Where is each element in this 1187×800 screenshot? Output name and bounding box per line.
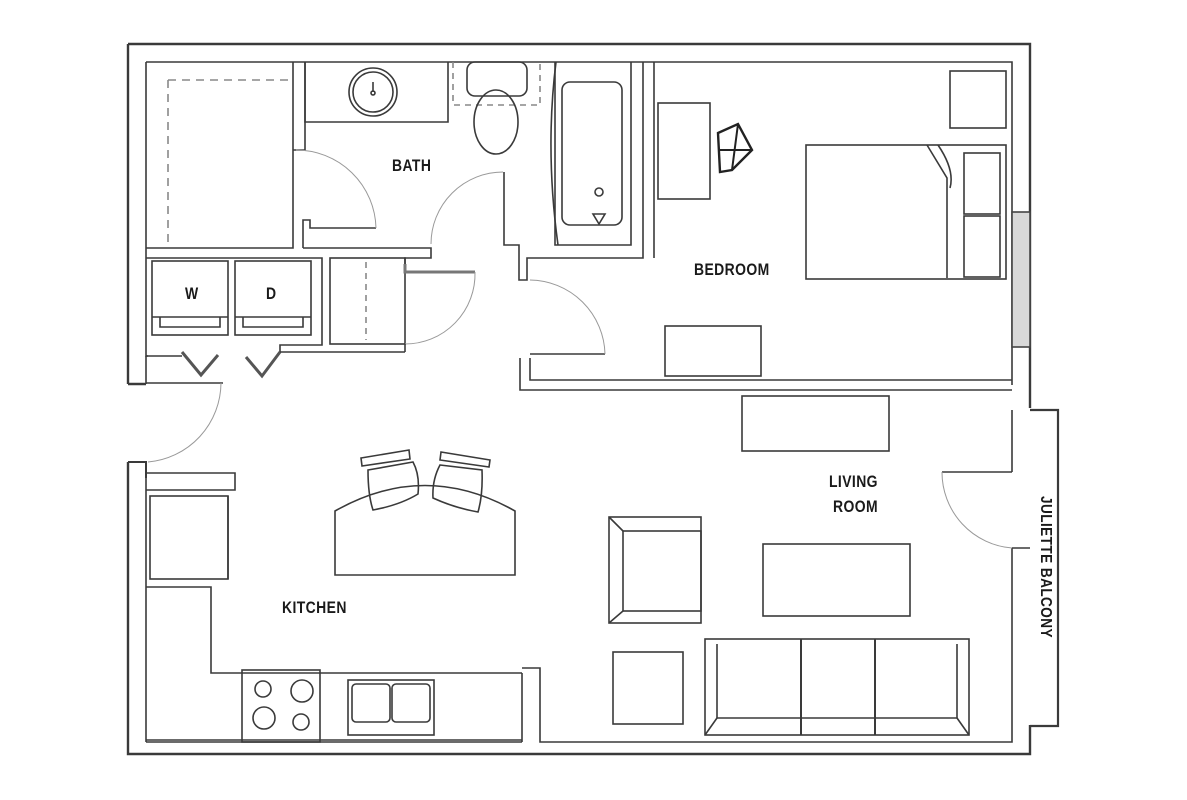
- outer-walls: [126, 42, 1032, 756]
- bar-stool-left: [360, 449, 420, 511]
- room-label-room: ROOM: [833, 497, 879, 516]
- linen-closet: [329, 257, 476, 352]
- bath-room: [303, 61, 655, 281]
- bar-stool-right: [432, 451, 491, 513]
- balcony-label: JULIETTE BALCONY: [1037, 496, 1054, 639]
- room-label-bath: BATH: [392, 156, 432, 175]
- bedroom: [519, 70, 1031, 391]
- washer-label: W: [185, 284, 199, 303]
- kitchen: [146, 449, 523, 743]
- room-label-living: LIVING: [829, 472, 878, 491]
- room-label-bedroom: BEDROOM: [694, 260, 770, 279]
- living-room: [608, 395, 1060, 736]
- closet: [146, 62, 377, 249]
- laundry: [145, 257, 405, 463]
- room-label-kitchen: KITCHEN: [282, 598, 347, 617]
- dryer-label: D: [266, 284, 277, 303]
